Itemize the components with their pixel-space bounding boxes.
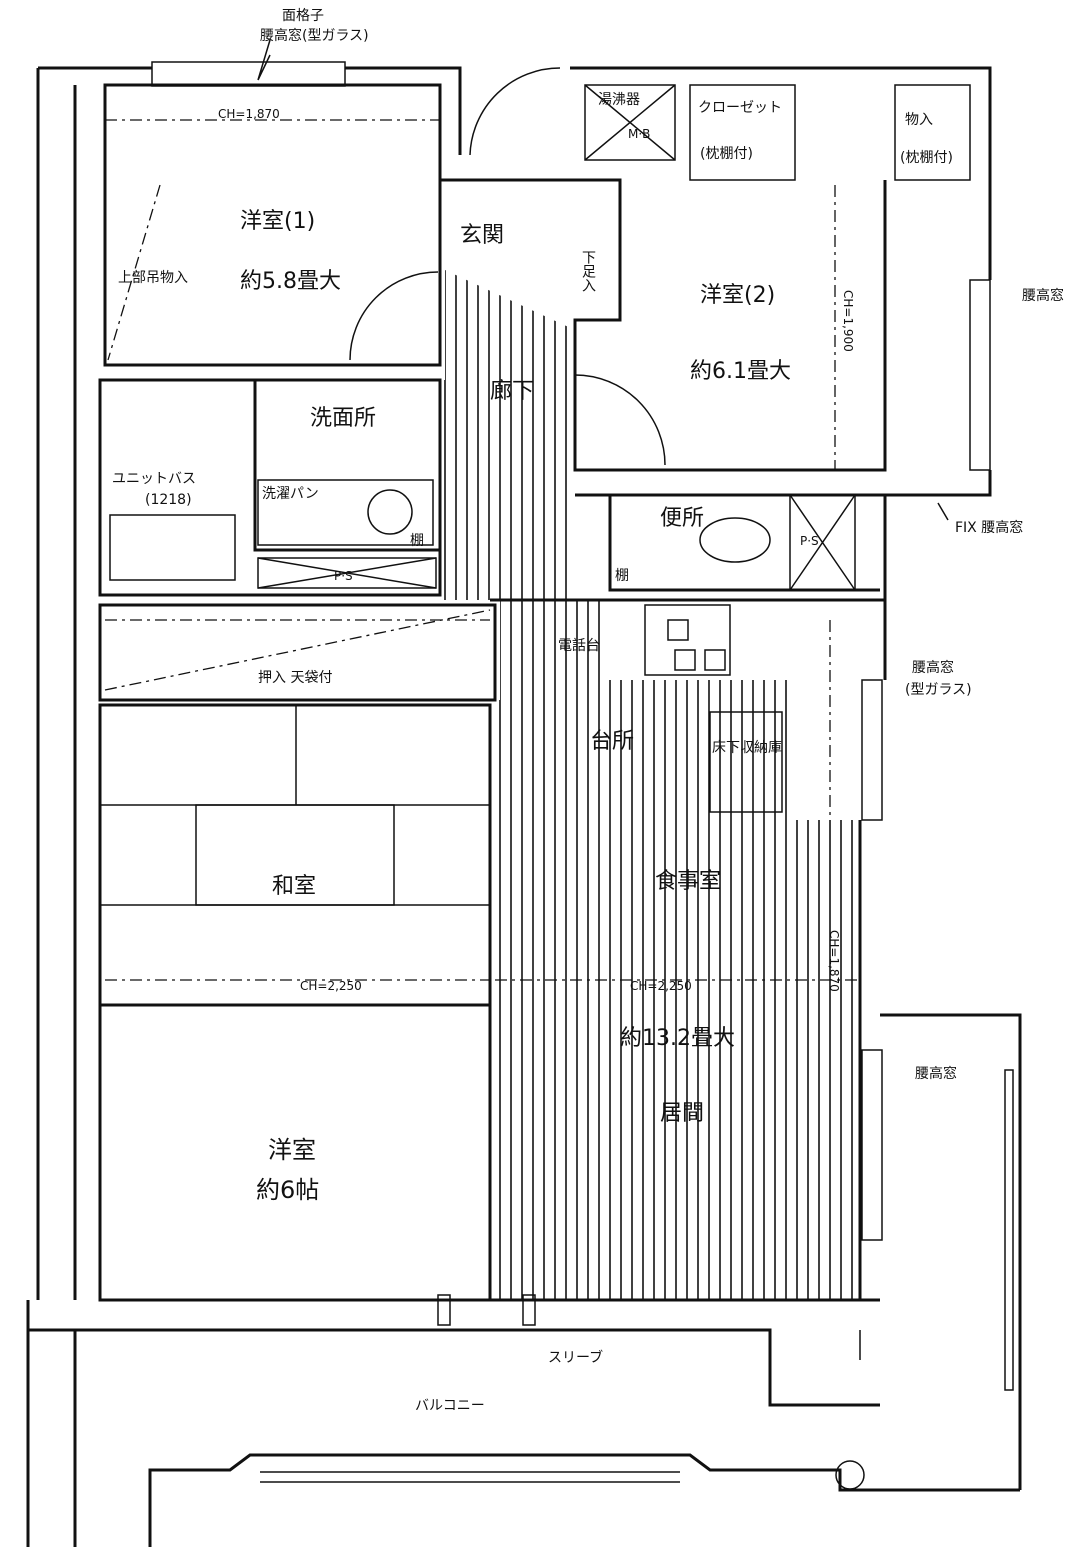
label-unit-bath-size: (1218) — [145, 492, 192, 508]
label-dining: 食事室 — [655, 869, 721, 894]
label-storage: 物入 — [905, 112, 933, 128]
label-closet: クローゼット — [698, 100, 782, 116]
label-upper-storage: 上部吊物入 — [118, 270, 188, 286]
wood-flooring — [440, 270, 860, 1300]
label-ch-wa: CH=2,250 — [300, 979, 362, 993]
label-room3-size: 約6帖 — [256, 1176, 319, 1204]
label-room2-size: 約6.1畳大 — [690, 359, 791, 384]
label-washitsu: 和室 — [272, 874, 316, 899]
label-ch-room1: CH=1,870 — [218, 107, 280, 121]
outer-walls — [26, 66, 1022, 1547]
label-water-heater: 湯沸器 — [598, 91, 640, 108]
label-entrance: 玄関 — [460, 223, 504, 248]
label-shelf1: 棚 — [410, 533, 424, 549]
label-window-top: 腰高窓(型ガラス) — [260, 27, 369, 44]
label-underfloor: 床下収納庫 — [712, 739, 782, 756]
label-sleeve: スリーブ — [548, 1349, 603, 1366]
label-room1-size: 約5.8畳大 — [240, 269, 341, 294]
label-room2: 洋室(2) — [700, 283, 775, 308]
room-labels: 面格子 腰高窓(型ガラス) CH=1,870 湯沸器 M·B クローゼット (枕… — [112, 8, 1064, 1414]
label-closet-shelf: (枕棚付) — [700, 146, 753, 162]
label-window-living: 腰高窓 — [915, 1065, 957, 1082]
label-balcony: バルコニー — [415, 1398, 485, 1414]
label-phone-stand: 電話台 — [558, 637, 600, 654]
label-ps1: P·S — [334, 569, 353, 583]
label-ch-dining: CH=1,870 — [827, 930, 841, 992]
label-washroom: 洗面所 — [310, 406, 376, 431]
label-fix-window: FIX 腰高窓 — [955, 519, 1023, 536]
label-oshiire: 押入 天袋付 — [258, 670, 332, 686]
label-storage-shelf: (枕棚付) — [900, 150, 953, 166]
label-ch-ldk: CH=2,250 — [630, 979, 692, 993]
label-mb: M·B — [628, 127, 650, 141]
label-washer-pan: 洗濯パン — [262, 486, 319, 502]
label-living: 居間 — [660, 1101, 704, 1126]
label-room3: 洋室 — [268, 1136, 316, 1164]
label-toilet: 便所 — [660, 506, 704, 531]
label-shelf2: 棚 — [615, 568, 629, 584]
label-ldk-size: 約13.2畳大 — [620, 1026, 735, 1051]
label-shoe-box: 下足入 — [580, 250, 596, 292]
label-grille: 面格子 — [282, 8, 324, 24]
label-window-right-top: 腰高窓 — [1022, 287, 1064, 304]
label-kitchen: 台所 — [590, 729, 634, 754]
label-room1: 洋室(1) — [240, 209, 315, 234]
label-unit-bath: ユニットバス — [112, 471, 196, 487]
label-corridor: 廊下 — [490, 379, 534, 404]
label-ps2: P·S — [800, 534, 819, 548]
label-window-kitchen: 腰高窓 — [912, 659, 954, 676]
label-ch-room2: CH=1,900 — [841, 290, 855, 352]
label-window-kitchen-note: (型ガラス) — [905, 682, 972, 698]
fixtures — [100, 39, 1014, 1490]
